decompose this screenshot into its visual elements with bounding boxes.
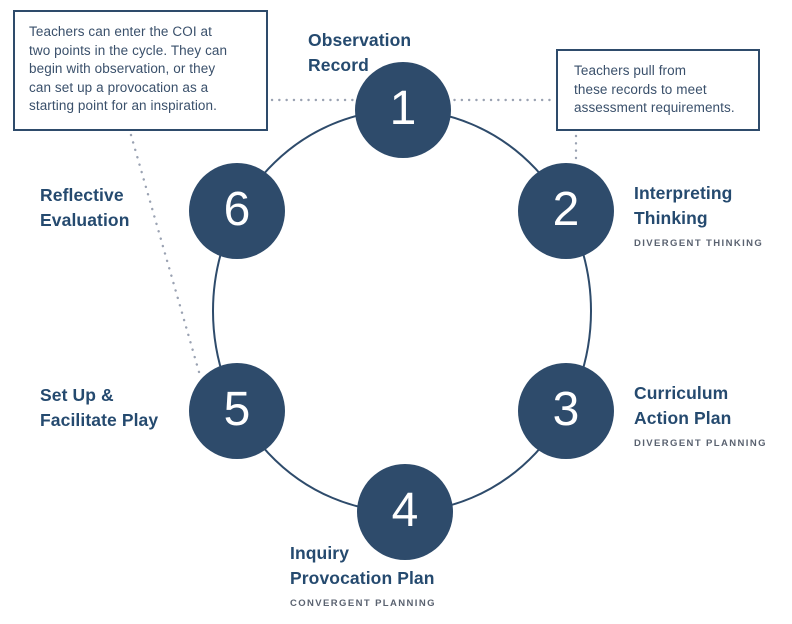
step-subtitle: CONVERGENT PLANNING	[290, 598, 436, 609]
step-title: Observation Record	[308, 30, 412, 75]
step-number-4: 4	[391, 484, 419, 537]
step-title: Reflective Evaluation	[40, 185, 130, 230]
step-label-observation-record: Observation Record	[308, 28, 411, 78]
step-title: Interpreting Thinking	[634, 183, 733, 228]
step-number-1: 1	[389, 82, 417, 135]
callout-records-note: Teachers pull from these records to meet…	[556, 49, 760, 131]
callout-entry-note: Teachers can enter the COI at two points…	[13, 10, 268, 131]
step-subtitle: DIVERGENT THINKING	[634, 238, 764, 249]
step-subtitle: DIVERGENT PLANNING	[634, 438, 767, 449]
step-title: Set Up & Facilitate Play	[40, 385, 159, 430]
step-title: Curriculum Action Plan	[634, 383, 732, 428]
step-number-3: 3	[552, 383, 580, 436]
step-circle-2: 2	[518, 163, 614, 259]
step-label-interpreting-thinking: Interpreting Thinking DIVERGENT THINKING	[634, 181, 763, 249]
step-number-2: 2	[552, 183, 580, 236]
step-circle-5: 5	[189, 363, 285, 459]
step-circle-4: 4	[357, 464, 453, 560]
step-circle-3: 3	[518, 363, 614, 459]
cycle-ring	[212, 109, 592, 513]
step-label-curriculum-action-plan: Curriculum Action Plan DIVERGENT PLANNIN…	[634, 381, 767, 449]
dotted-connector-left-box-to-step5	[129, 133, 201, 374]
step-label-reflective-evaluation: Reflective Evaluation	[40, 183, 130, 233]
step-label-inquiry-provocation-plan: Inquiry Provocation Plan CONVERGENT PLAN…	[290, 541, 436, 609]
step-title: Inquiry Provocation Plan	[290, 543, 435, 588]
step-circle-1: 1	[355, 62, 451, 158]
step-circle-6: 6	[189, 163, 285, 259]
step-number-5: 5	[223, 383, 251, 436]
step-number-6: 6	[223, 183, 251, 236]
step-label-set-up-facilitate-play: Set Up & Facilitate Play	[40, 383, 158, 433]
